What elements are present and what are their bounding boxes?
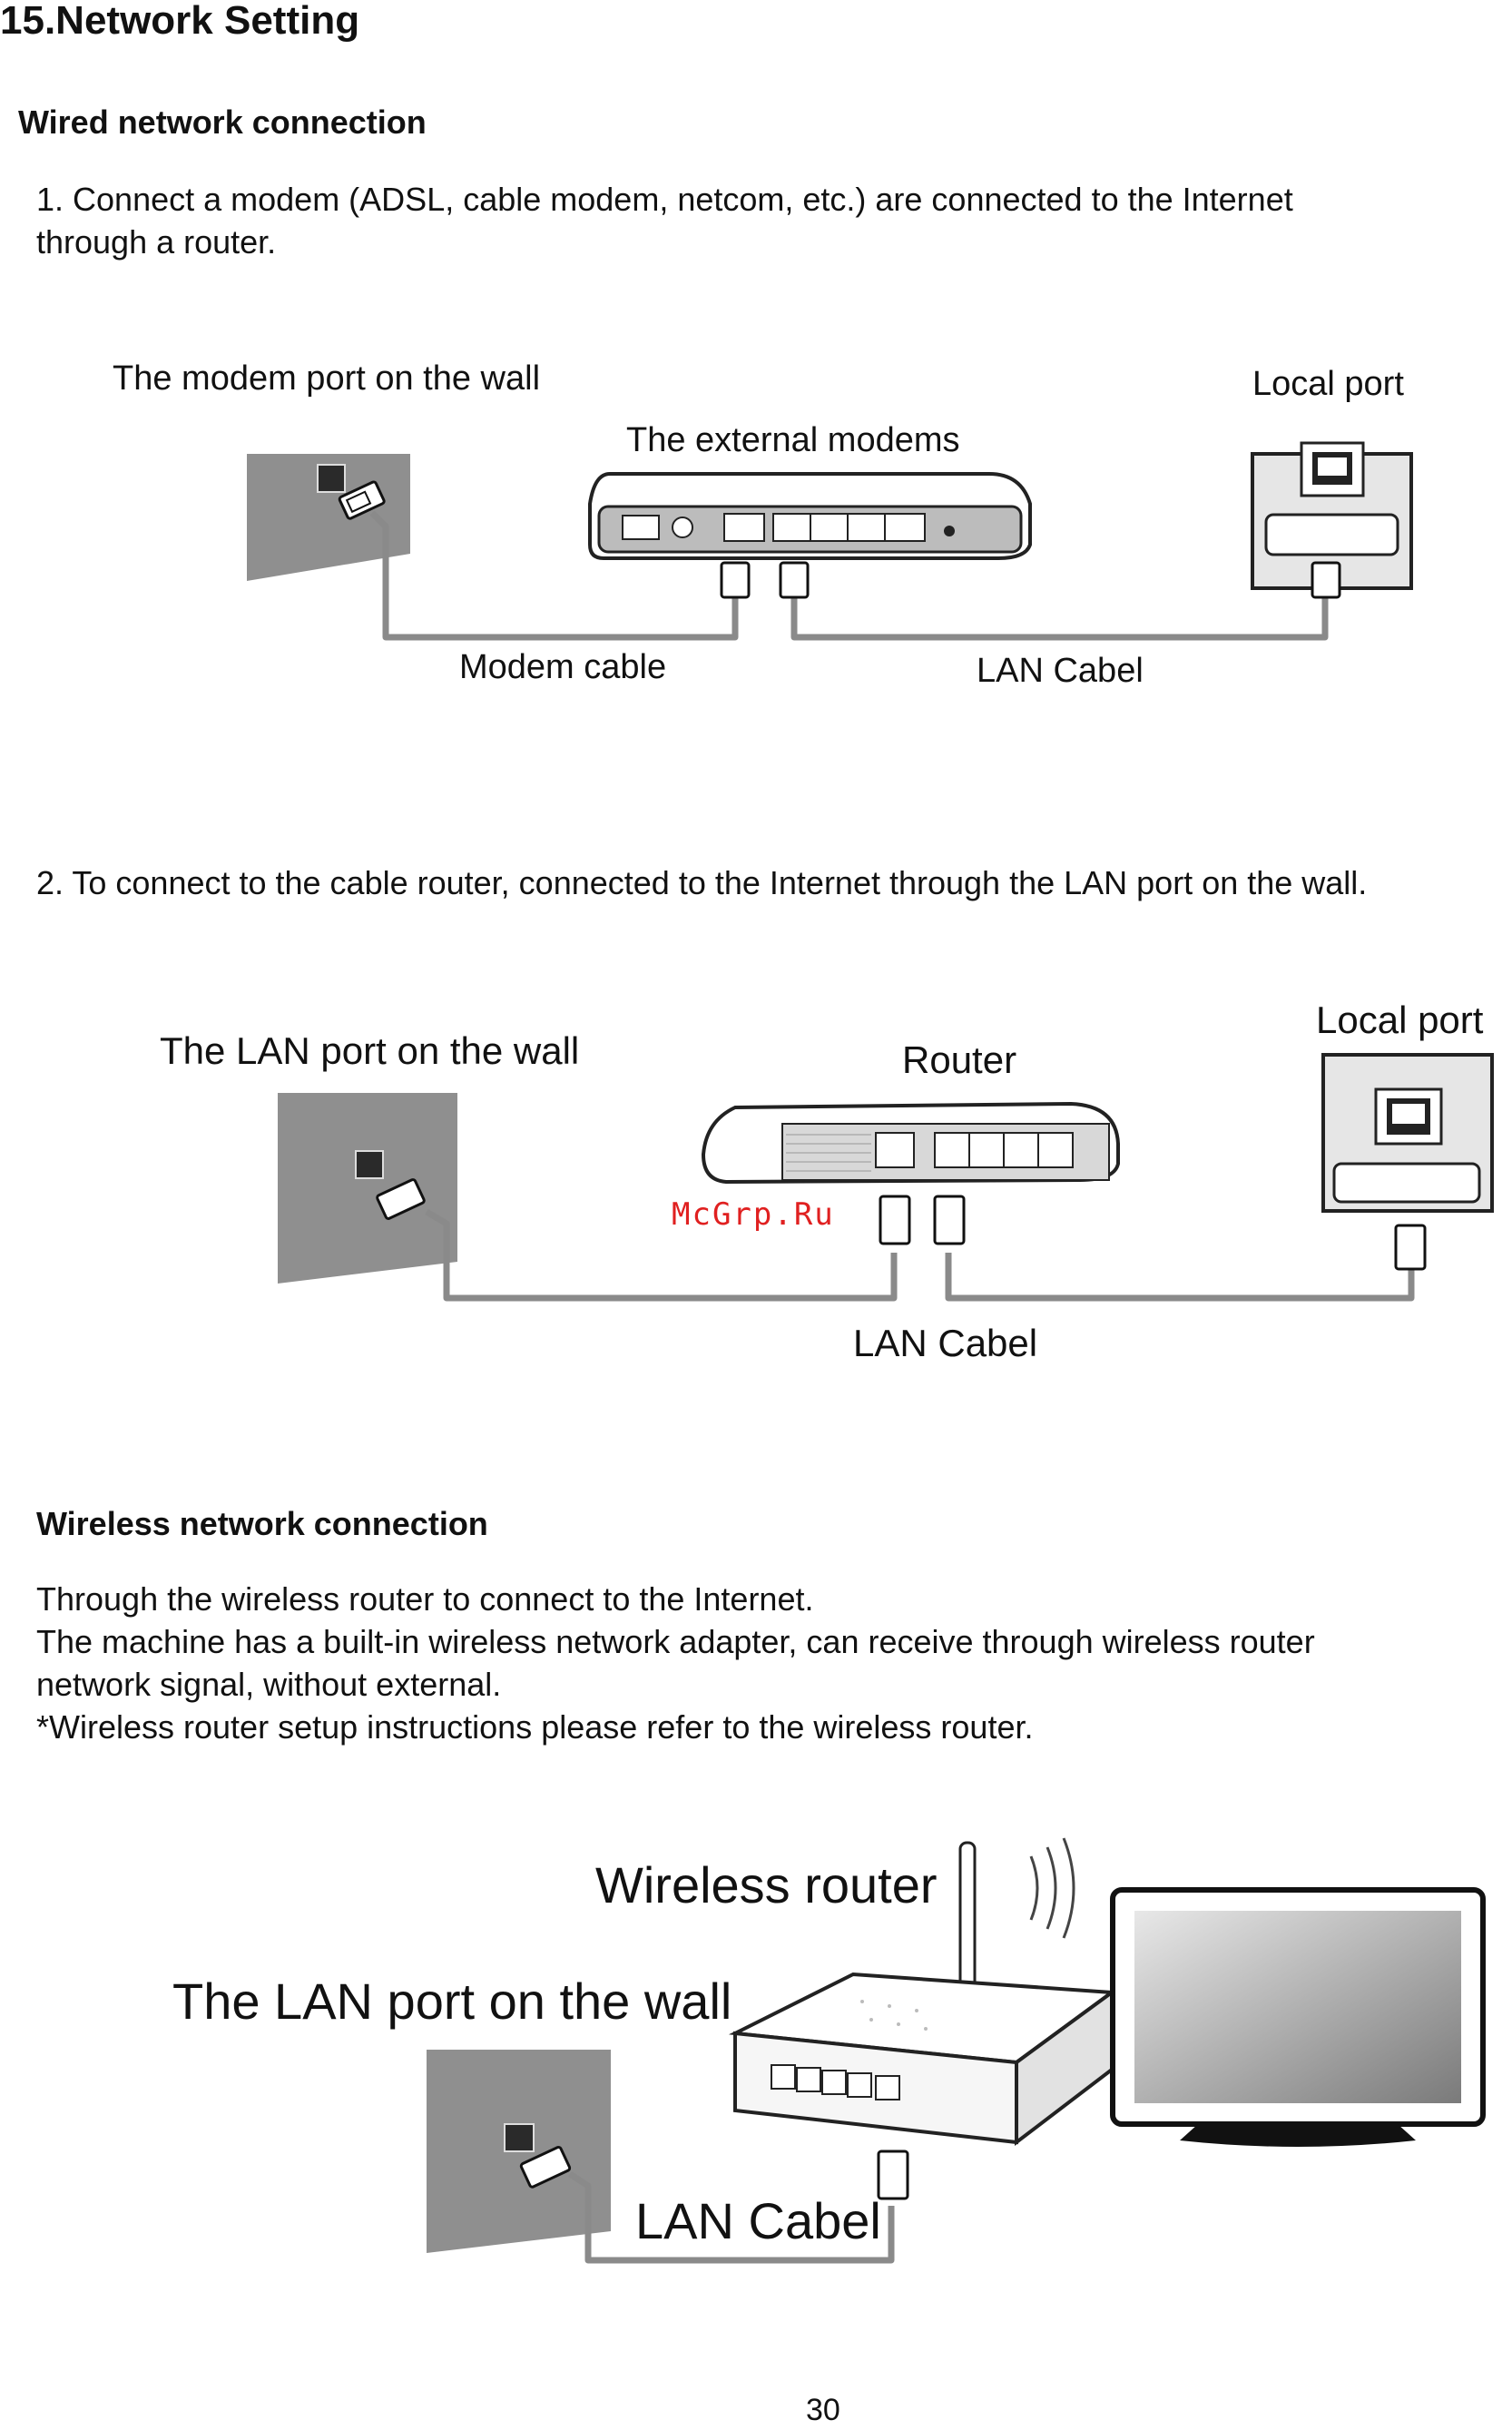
router-dots bbox=[860, 2000, 928, 2031]
wall-socket bbox=[355, 1150, 384, 1179]
wall-plug bbox=[376, 1178, 426, 1220]
router-plug-right bbox=[933, 1195, 966, 1245]
wireless-diagram bbox=[427, 1837, 1486, 2264]
wireless-router-ports bbox=[771, 2064, 900, 2100]
reset-hole bbox=[944, 526, 955, 536]
lan-cable bbox=[790, 581, 1329, 641]
tv-screen bbox=[1134, 1911, 1461, 2103]
fig3-lan-cable-label: LAN Cabel bbox=[635, 2192, 881, 2249]
wall-socket bbox=[504, 2123, 535, 2152]
router-diagram bbox=[278, 1053, 1494, 1302]
modem-plug-left bbox=[720, 561, 751, 599]
modem-cable bbox=[369, 510, 739, 641]
lan-cable bbox=[568, 2171, 895, 2264]
lan-cable-wall bbox=[425, 1208, 898, 1302]
fig1-modem-cable-label: Modem cable bbox=[459, 648, 667, 686]
modem-ports bbox=[723, 513, 926, 542]
wireless-line-1: Through the wireless router to connect t… bbox=[36, 1580, 814, 1618]
fig1-local-port-label: Local port bbox=[1252, 365, 1404, 403]
router-ports bbox=[875, 1132, 1074, 1168]
power-jack bbox=[672, 516, 693, 538]
fig1-wall-label: The modem port on the wall bbox=[113, 359, 541, 398]
wireless-paragraph: Through the wireless router to connect t… bbox=[36, 1578, 1315, 1748]
fig1-modem-label: The external modems bbox=[626, 421, 960, 459]
router-plug-left bbox=[879, 1195, 911, 1245]
tv-stand bbox=[1180, 2124, 1416, 2147]
wall-plug bbox=[338, 480, 386, 520]
wireless-line-4: *Wireless router setup instructions plea… bbox=[36, 1708, 1034, 1746]
modem-diagram bbox=[247, 441, 1413, 641]
modem-plug-right bbox=[779, 561, 810, 599]
step2-paragraph: 2. To connect to the cable router, conne… bbox=[36, 864, 1368, 901]
local-port-plug bbox=[1394, 1224, 1427, 1271]
fig3-wall-label: The LAN port on the wall bbox=[172, 1973, 732, 2030]
fig3-router-label: Wireless router bbox=[595, 1856, 938, 1914]
signal-waves-icon bbox=[1029, 1837, 1075, 1939]
fig1-lan-cable-label: LAN Cabel bbox=[977, 652, 1144, 690]
wireless-router-plug bbox=[877, 2150, 909, 2200]
wall-panel bbox=[278, 1093, 457, 1284]
step1-line1: 1. Connect a modem (ADSL, cable modem, n… bbox=[36, 181, 1293, 218]
wall-plug bbox=[519, 2145, 572, 2189]
wireless-line-3: network signal, without external. bbox=[36, 1666, 502, 1703]
power-switch bbox=[622, 515, 660, 540]
wireless-section-heading: Wireless network connection bbox=[36, 1505, 488, 1542]
step1-line2: through a router. bbox=[36, 223, 277, 261]
page-number: 30 bbox=[806, 2393, 840, 2427]
local-port-plug bbox=[1311, 561, 1341, 599]
watermark: McGrp.Ru bbox=[672, 1196, 835, 1233]
fig2-router-label: Router bbox=[902, 1038, 1017, 1081]
fig2-lan-cable-label: LAN Cabel bbox=[853, 1322, 1038, 1364]
wired-section-heading: Wired network connection bbox=[18, 103, 427, 141]
fig2-local-port-label: Local port bbox=[1316, 999, 1484, 1041]
fig2-wall-label: The LAN port on the wall bbox=[160, 1029, 580, 1072]
router-vents bbox=[786, 1134, 871, 1172]
step1-paragraph: 1. Connect a modem (ADSL, cable modem, n… bbox=[36, 178, 1293, 263]
page-title: 15.Network Setting bbox=[0, 0, 360, 43]
wireless-line-2: The machine has a built-in wireless netw… bbox=[36, 1623, 1315, 1660]
lan-cable-local bbox=[945, 1253, 1415, 1302]
wall-socket bbox=[317, 464, 346, 493]
